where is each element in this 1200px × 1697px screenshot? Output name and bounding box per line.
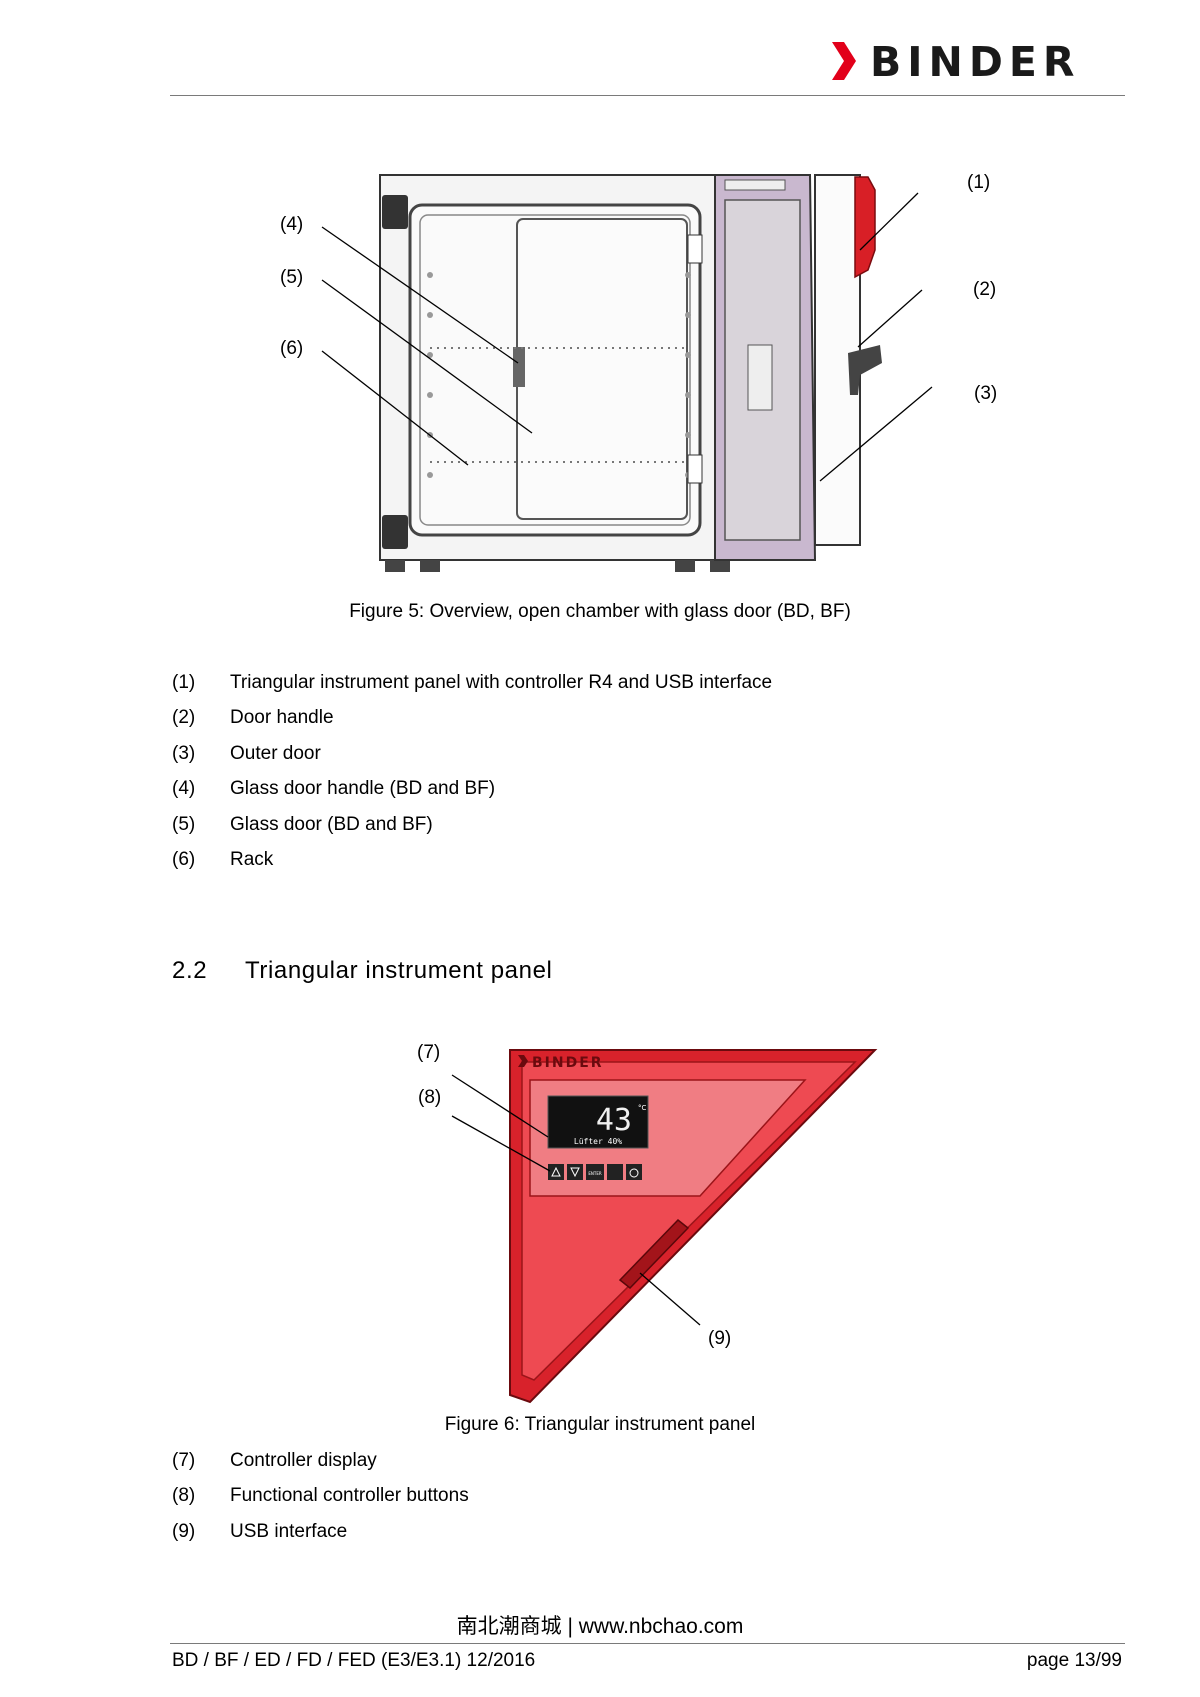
figure-instrument-panel: 43 °C Lüfter 40% ENTER BINDER (7) (8) (9… [400,1040,920,1410]
legend-text: Door handle [230,707,334,728]
callout-6: (6) [280,338,304,359]
figure6-caption: Figure 6: Triangular instrument panel [444,1414,756,1435]
legend-number: (7) [172,1450,196,1471]
power-button[interactable] [626,1164,642,1180]
legend-text: Triangular instrument panel with control… [230,672,773,693]
display-unit: °C [638,1104,647,1112]
legend-number: (4) [172,778,196,799]
legend-number: (1) [172,672,196,693]
panel-drawing: 43 °C Lüfter 40% ENTER BINDER [451,1049,878,1404]
legend-number: (2) [172,707,196,728]
display-value: 43 [596,1103,632,1138]
up-button[interactable] [548,1164,564,1180]
legend-number: (3) [172,743,196,764]
callout-7: (7) [417,1042,441,1063]
legend-text: Rack [230,849,274,870]
section-number: 2.2 [172,957,208,984]
logo-text: BINDER [870,38,1081,86]
legend-text: Glass door handle (BD and BF) [230,778,496,799]
legend-number: (9) [172,1521,196,1542]
callout-8: (8) [418,1087,442,1108]
footer-document-id: BD / BF / ED / FD / FED (E3/E3.1) 12/201… [172,1650,536,1671]
figure5-caption: Figure 5: Overview, open chamber with gl… [349,601,851,622]
callout-5: (5) [280,267,304,288]
header-divider [170,95,1125,96]
legend-number: (6) [172,849,196,870]
legend-number: (8) [172,1485,196,1506]
binder-logo-icon [832,42,856,80]
usb-port[interactable] [618,1218,690,1290]
legend-text: Controller display [230,1450,377,1471]
legend-text: USB interface [230,1521,348,1542]
callout-2: (2) [973,279,997,300]
figure-overview-chamber: (1) (2) (3) (4) (5) (6) [270,165,1020,595]
binder-logo: BINDER [830,38,1130,86]
panel-brand: BINDER [532,1055,604,1071]
callout-4: (4) [280,214,304,235]
legend-text: Functional controller buttons [230,1485,469,1506]
legend-text: Glass door (BD and BF) [230,814,433,835]
callout-1: (1) [967,172,991,193]
footer-page-number: page 13/99 [1026,1650,1122,1671]
watermark: 南北潮商城 | www.nbchao.com [456,1615,744,1638]
chamber-drawing [321,174,933,572]
callout-9: (9) [708,1328,732,1349]
callout-3: (3) [974,383,998,404]
footer-divider [170,1643,1125,1644]
back-button[interactable] [607,1164,623,1180]
down-button[interactable] [567,1164,583,1180]
display-text: Lüfter 40% [574,1137,622,1146]
legend-number: (5) [172,814,196,835]
legend-text: Outer door [230,743,321,764]
enter-button[interactable] [586,1164,604,1180]
controller-buttons: ENTER [548,1164,642,1180]
section-title: Triangular instrument panel [245,957,553,984]
enter-button-label: ENTER [588,1171,601,1176]
